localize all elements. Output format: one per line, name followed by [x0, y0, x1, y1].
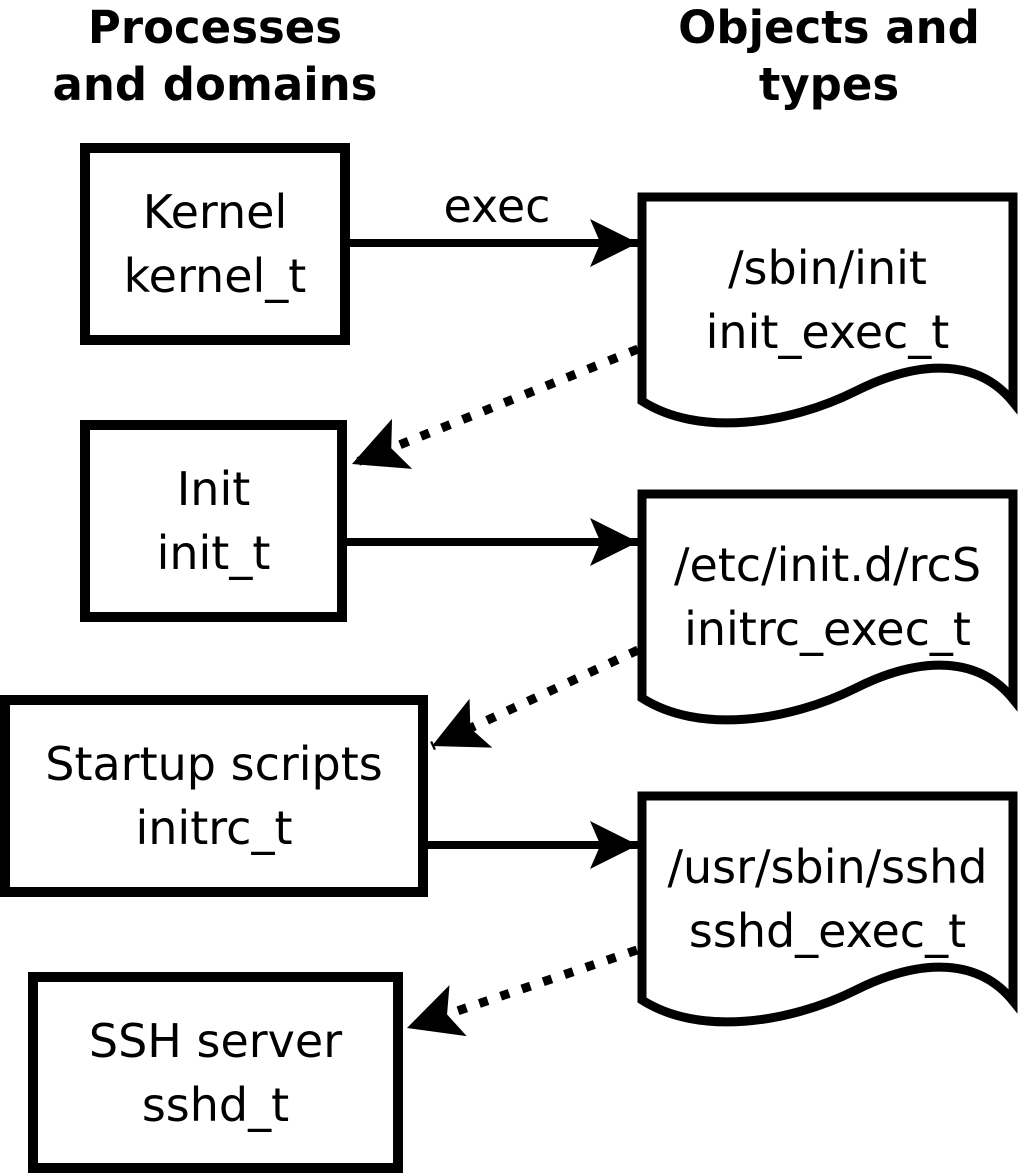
- exec-arrow-label: exec: [443, 179, 551, 233]
- object-path: /usr/sbin/sshd: [667, 839, 988, 894]
- object-path: /sbin/init: [728, 240, 927, 295]
- object-path: /etc/init.d/rcS: [673, 537, 982, 592]
- process-name: SSH server: [88, 1013, 343, 1068]
- process-box-init: [80, 420, 347, 622]
- transition-arrow-sshd-exec-to-sshd: [405, 945, 639, 1037]
- object-type: initrc_exec_t: [684, 601, 971, 656]
- process-node-init-label: Init init_t: [80, 420, 347, 622]
- process-name: Startup scripts: [45, 737, 383, 791]
- process-node-startup-scripts-label: Startup scripts initrc_t: [0, 695, 428, 897]
- process-node-ssh-server-label: SSH server sshd_t: [28, 972, 403, 1173]
- object-doc-usr-sbin-sshd: [637, 791, 1018, 1027]
- transition-arrow-initrc-exec-to-initrc: [430, 645, 640, 751]
- process-name: Kernel: [142, 185, 288, 239]
- column-header-processes: Processes and domains: [52, 1, 378, 111]
- object-node-usr-sbin-sshd-label: /usr/sbin/sshd sshd_exec_t: [642, 796, 1013, 1041]
- transition-arrow-init-exec-to-init: [350, 344, 640, 469]
- object-type: sshd_exec_t: [688, 903, 967, 958]
- object-doc-etc-initd-rcs: [637, 489, 1018, 725]
- column-header-objects: Objects and types: [678, 1, 980, 111]
- domain-type: sshd_t: [141, 1077, 290, 1132]
- domain-type: kernel_t: [123, 249, 307, 303]
- object-node-sbin-init-label: /sbin/init init_exec_t: [642, 197, 1013, 442]
- process-node-kernel-label: Kernel kernel_t: [80, 143, 350, 345]
- object-node-etc-initd-rcs-label: /etc/init.d/rcS initrc_exec_t: [642, 494, 1013, 739]
- process-box-ssh-server: [28, 972, 403, 1173]
- process-box-startup-scripts: [0, 695, 428, 897]
- process-box-kernel: [80, 143, 350, 345]
- domain-type: init_t: [156, 526, 271, 580]
- process-name: Init: [176, 462, 251, 516]
- object-type: init_exec_t: [705, 304, 950, 359]
- object-doc-sbin-init: [637, 192, 1018, 428]
- domain-type: initrc_t: [135, 801, 293, 855]
